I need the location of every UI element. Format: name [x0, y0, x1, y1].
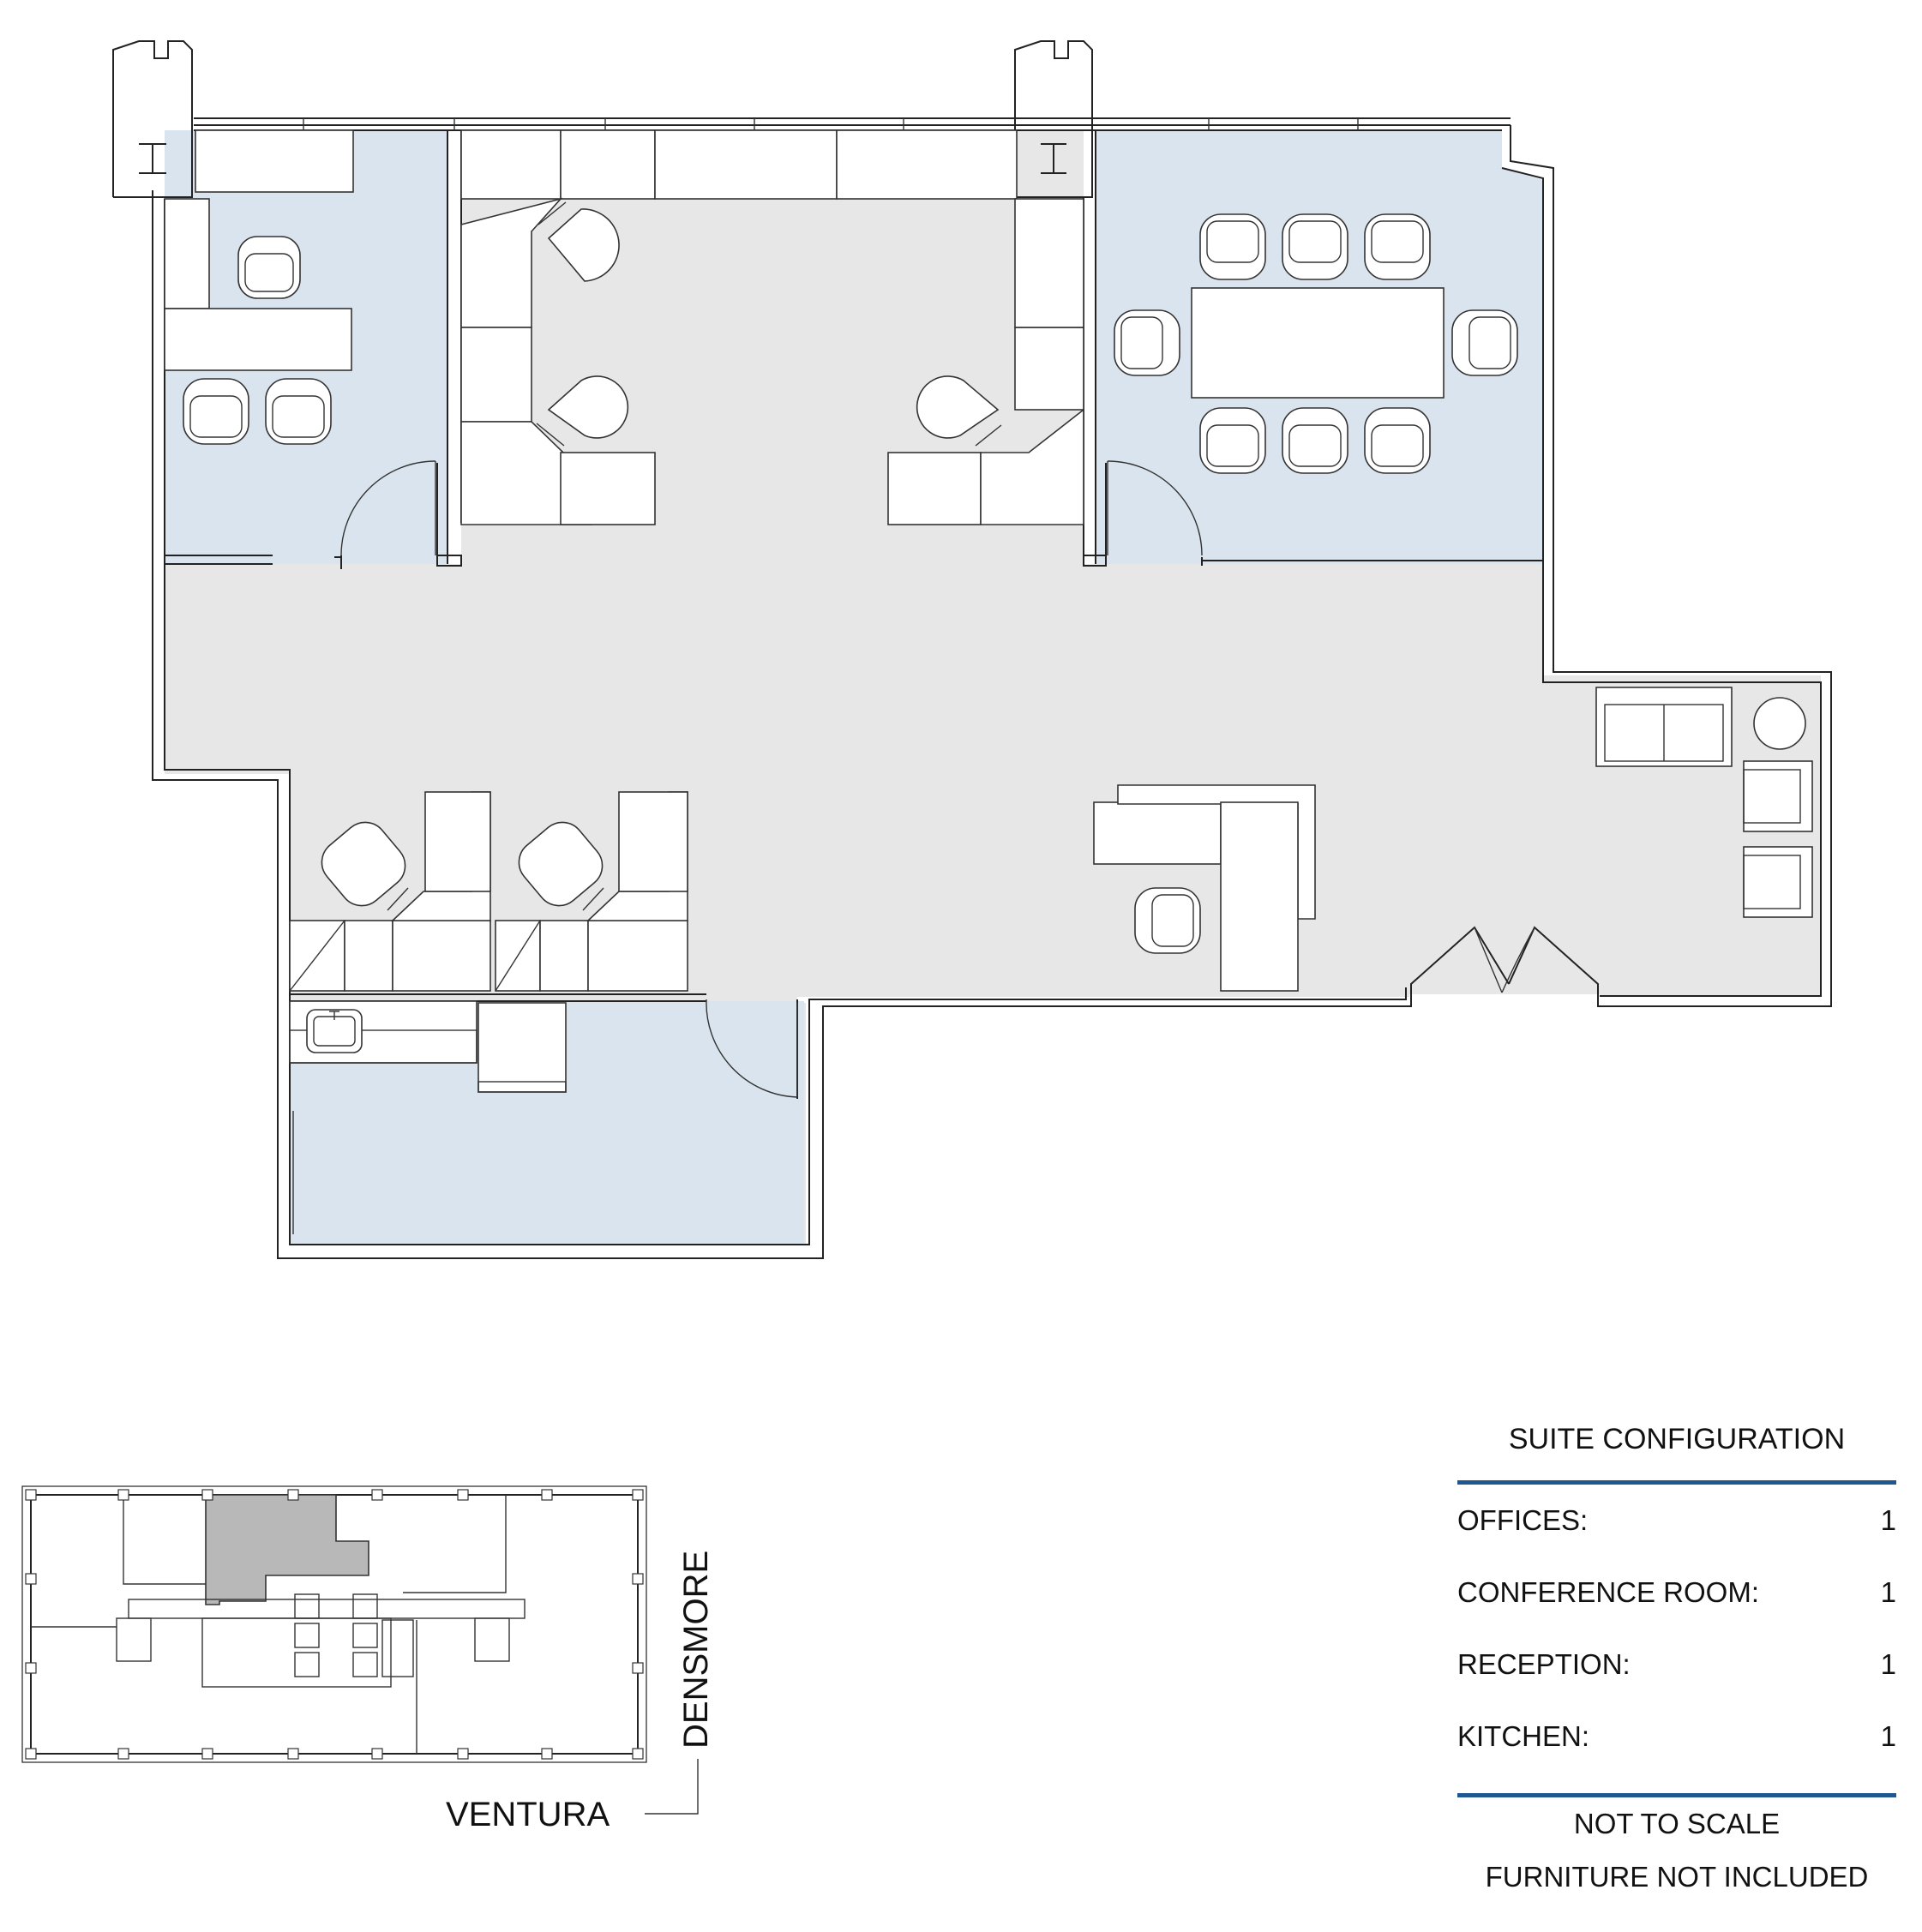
exterior-walls: [152, 117, 1832, 1259]
street-label-ventura: VENTURA: [446, 1796, 610, 1833]
door-conference: [1107, 460, 1203, 556]
legend-title: SUITE CONFIGURATION: [1508, 1423, 1846, 1455]
armchair-icon: [1743, 760, 1813, 832]
chair-icon: [1134, 887, 1201, 954]
legend-label: CONFERENCE ROOM:: [1457, 1576, 1760, 1608]
chair-icon: [1199, 407, 1266, 474]
legend-divider-top: [1457, 1480, 1896, 1485]
legend-value: 1: [1880, 1576, 1896, 1608]
legend-value: 1: [1880, 1504, 1896, 1536]
chair-icon: [1199, 213, 1266, 280]
chair-icon: [1282, 407, 1348, 474]
door-entry: [1474, 927, 1535, 993]
kitchen-fixtures: [289, 1000, 567, 1234]
chair-icon: [916, 375, 1000, 439]
workstations-bottom: [289, 791, 688, 992]
legend-label: OFFICES:: [1457, 1504, 1589, 1536]
chair-icon: [237, 236, 301, 299]
lounge: [1595, 687, 1813, 918]
door-office: [340, 460, 436, 556]
legend-row-offices: OFFICES: 1: [1457, 1485, 1896, 1557]
chair-icon: [321, 821, 406, 907]
suite-configuration-legend: SUITE CONFIGURATION OFFICES: 1 CONFERENC…: [1457, 1419, 1896, 1904]
chair-icon: [183, 378, 249, 445]
column-right: [1014, 40, 1093, 198]
conference-furniture: [1114, 213, 1518, 474]
note-furniture-not-included: FURNITURE NOT INCLUDED: [1485, 1861, 1869, 1893]
chair-icon: [1364, 407, 1431, 474]
legend-label: RECEPTION:: [1457, 1648, 1631, 1680]
chair-icon: [265, 378, 332, 445]
chair-icon: [547, 208, 620, 282]
chair-icon: [518, 821, 604, 907]
conference-table: [1191, 287, 1445, 399]
chair-icon: [1451, 309, 1518, 376]
legend-divider-bottom: [1457, 1793, 1896, 1797]
legend-value: 1: [1880, 1720, 1896, 1752]
legend-row-kitchen: KITCHEN: 1: [1457, 1701, 1896, 1773]
legend-value: 1: [1880, 1648, 1896, 1680]
sink-icon: [306, 1009, 363, 1053]
reception-desk: [1093, 784, 1316, 992]
chair-icon: [1114, 309, 1180, 376]
sofa-icon: [1595, 687, 1733, 767]
column-left: [112, 40, 193, 198]
legend-label: KITCHEN:: [1457, 1720, 1590, 1752]
workstations-top: [460, 129, 1084, 525]
chair-icon: [1282, 213, 1348, 280]
key-plan: [21, 1485, 699, 1815]
refrigerator-icon: [477, 1002, 567, 1093]
chair-icon: [1364, 213, 1431, 280]
note-not-to-scale: NOT TO SCALE: [1573, 1808, 1781, 1839]
chair-icon: [547, 375, 629, 439]
legend-row-reception: RECEPTION: 1: [1457, 1629, 1896, 1701]
door-kitchen: [706, 999, 798, 1098]
office-furniture: [164, 129, 354, 445]
armchair-icon: [1743, 846, 1813, 918]
street-label-densmore: DENSMORE: [677, 1550, 715, 1749]
side-table-icon: [1753, 697, 1806, 750]
legend-row-conference-room: CONFERENCE ROOM: 1: [1457, 1557, 1896, 1629]
